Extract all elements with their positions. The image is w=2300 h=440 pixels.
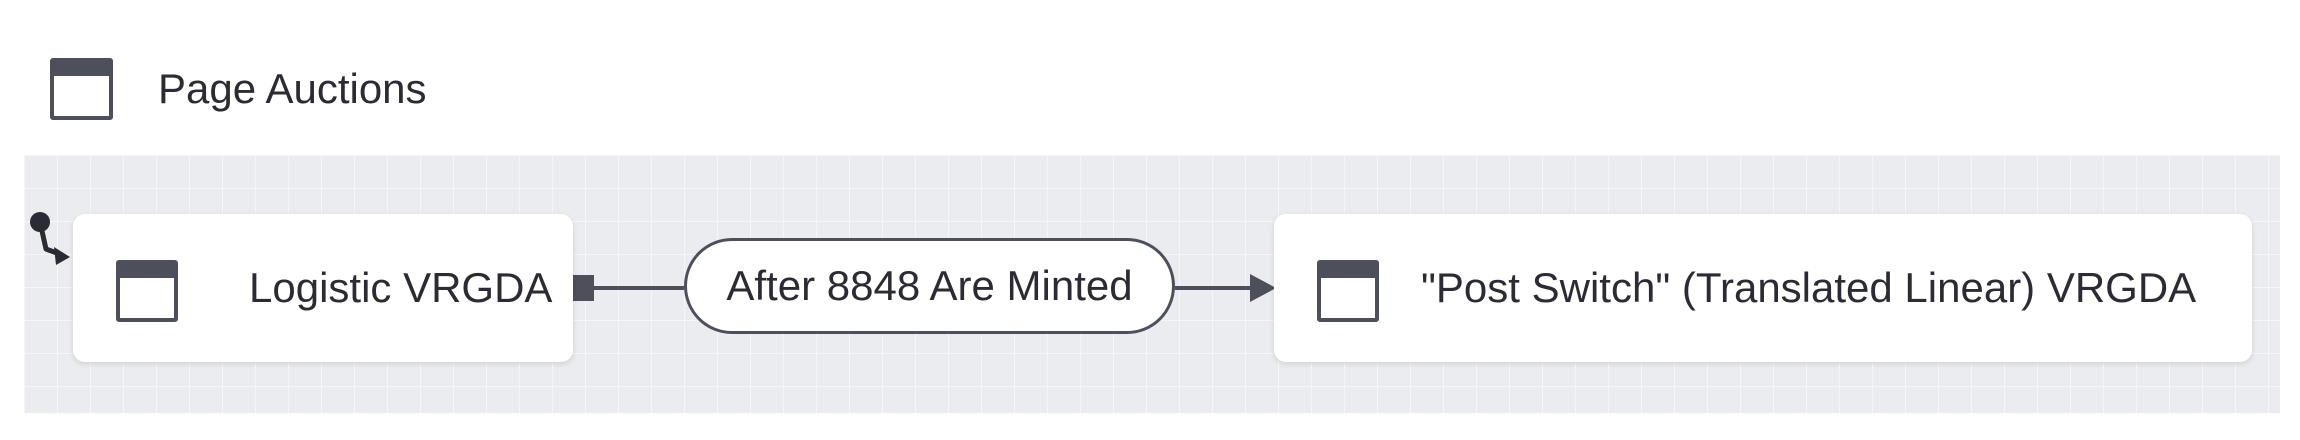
diagram-canvas[interactable]: Logistic VRGDA After 8848 Are Minted "Po… xyxy=(24,155,2280,413)
transition-label: After 8848 Are Minted xyxy=(726,262,1133,309)
page-header: Page Auctions xyxy=(0,0,2300,155)
page-title: Page Auctions xyxy=(158,65,427,112)
page-icon xyxy=(1317,260,1379,322)
state-node-label: Logistic VRGDA xyxy=(249,264,553,311)
page-icon xyxy=(50,58,113,120)
state-node-post-switch-vrgda[interactable]: "Post Switch" (Translated Linear) VRGDA xyxy=(1274,214,2252,362)
initial-state-arrowhead xyxy=(54,247,70,265)
page-icon xyxy=(116,260,178,322)
state-node-logistic-vrgda[interactable]: Logistic VRGDA xyxy=(73,214,573,362)
target-arrowhead xyxy=(1250,274,1276,302)
transition-after-minted[interactable]: After 8848 Are Minted xyxy=(684,238,1175,334)
state-node-label: "Post Switch" (Translated Linear) VRGDA xyxy=(1421,264,2197,311)
